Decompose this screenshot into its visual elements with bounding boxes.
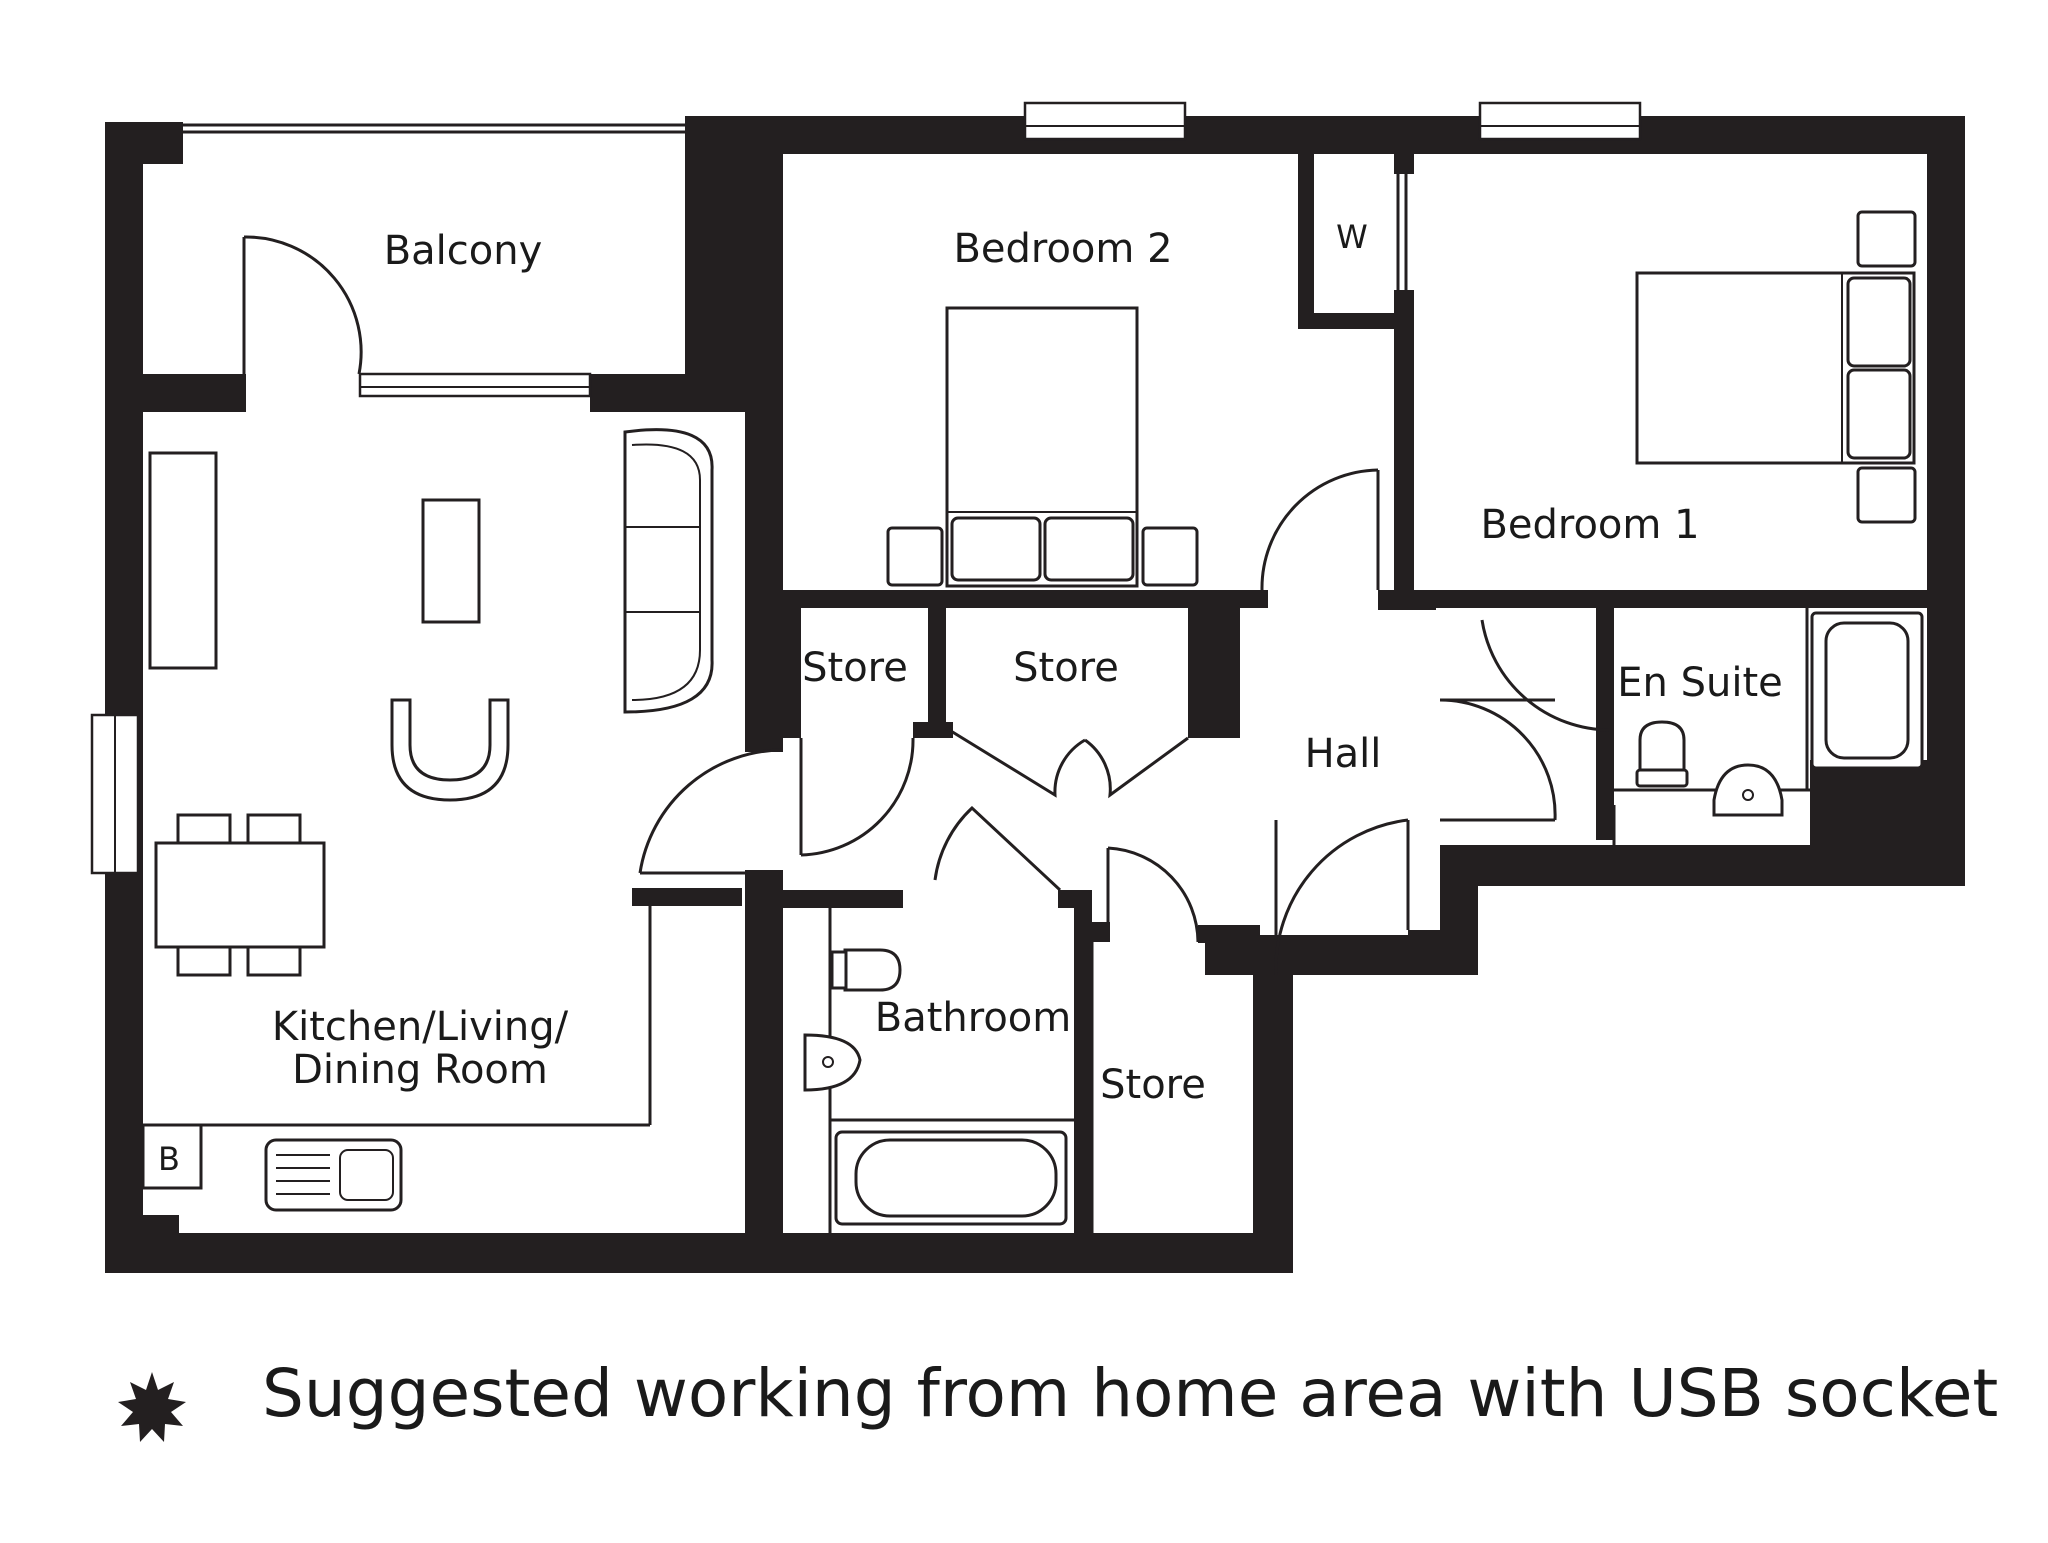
armchair — [390, 698, 510, 802]
kitchen-sink — [264, 1138, 403, 1212]
sofa — [623, 428, 714, 714]
bathroom-fixtures — [803, 948, 1068, 1226]
legend: Suggested working from home area with US… — [118, 1355, 1998, 1442]
label-store-c: Store — [1100, 1062, 1206, 1108]
bed-bedroom1 — [1635, 210, 1917, 524]
coffee-table — [421, 498, 481, 624]
label-living-line2: Dining Room — [292, 1047, 548, 1093]
label-bedroom1: Bedroom 1 — [1480, 502, 1699, 548]
legend-text: Suggested working from home area with US… — [262, 1355, 1998, 1432]
starburst-icon — [118, 1372, 186, 1442]
bed-bedroom2 — [886, 306, 1199, 588]
windows — [90, 101, 1642, 875]
sideboard — [148, 451, 218, 670]
label-store-a: Store — [802, 645, 908, 691]
furniture — [148, 210, 1924, 1226]
interior-lines — [141, 123, 1810, 1233]
ensuite-fixtures — [1635, 611, 1924, 817]
room-labels: Balcony Bedroom 2 W Bedroom 1 Store Stor… — [158, 218, 1783, 1178]
label-en-suite: En Suite — [1617, 660, 1783, 706]
label-wardrobe: W — [1336, 218, 1368, 256]
walls — [105, 116, 1965, 1273]
label-boiler: B — [158, 1140, 180, 1178]
label-hall: Hall — [1305, 731, 1382, 777]
label-bedroom2: Bedroom 2 — [953, 226, 1172, 272]
label-balcony: Balcony — [384, 228, 543, 274]
label-living-line1: Kitchen/Living/ — [272, 1004, 569, 1050]
label-bathroom: Bathroom — [875, 995, 1071, 1041]
label-store-b: Store — [1013, 645, 1119, 691]
dining-table — [154, 813, 326, 977]
doors — [242, 235, 1616, 976]
